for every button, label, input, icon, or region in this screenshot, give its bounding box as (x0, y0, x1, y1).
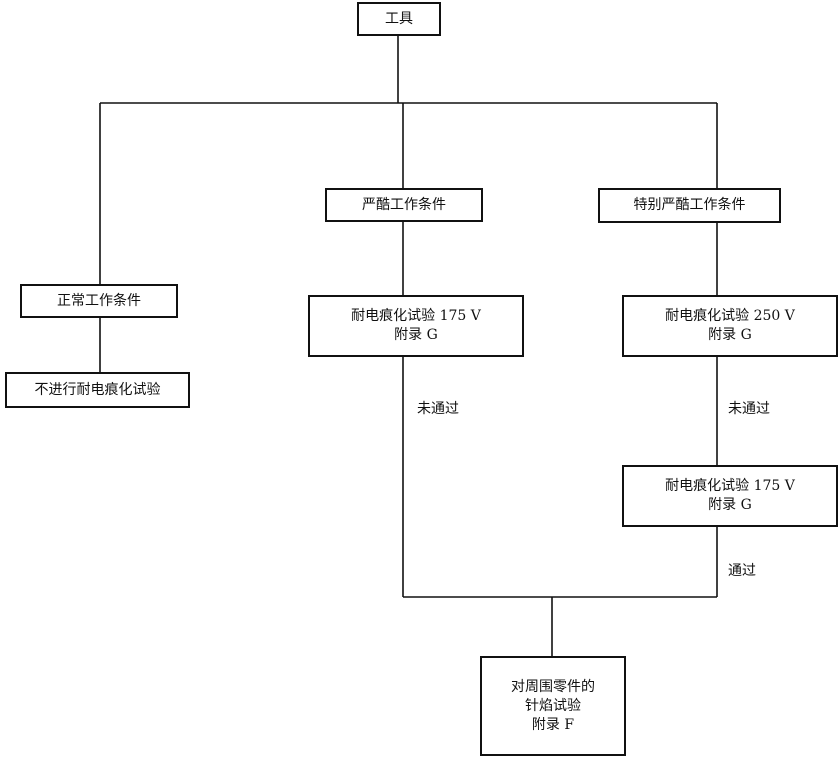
node-tracking-test-175v-severe: 耐电痕化试验 175 V 附录 G (308, 295, 524, 357)
node-severe-conditions: 严酷工作条件 (325, 188, 483, 222)
node-tools: 工具 (357, 2, 441, 36)
label-fail-special: 未通过 (728, 401, 770, 417)
node-normal-conditions: 正常工作条件 (20, 284, 178, 318)
node-special-severe-conditions: 特别严酷工作条件 (598, 188, 781, 223)
node-needle-flame-test: 对周围零件的 针焰试验 附录 F (480, 656, 626, 756)
node-tracking-test-250v: 耐电痕化试验 250 V 附录 G (622, 295, 838, 357)
label-pass: 通过 (728, 563, 756, 579)
node-tracking-test-175v-special: 耐电痕化试验 175 V 附录 G (622, 465, 838, 527)
label-fail-severe: 未通过 (417, 401, 459, 417)
node-no-tracking-test: 不进行耐电痕化试验 (5, 372, 190, 408)
